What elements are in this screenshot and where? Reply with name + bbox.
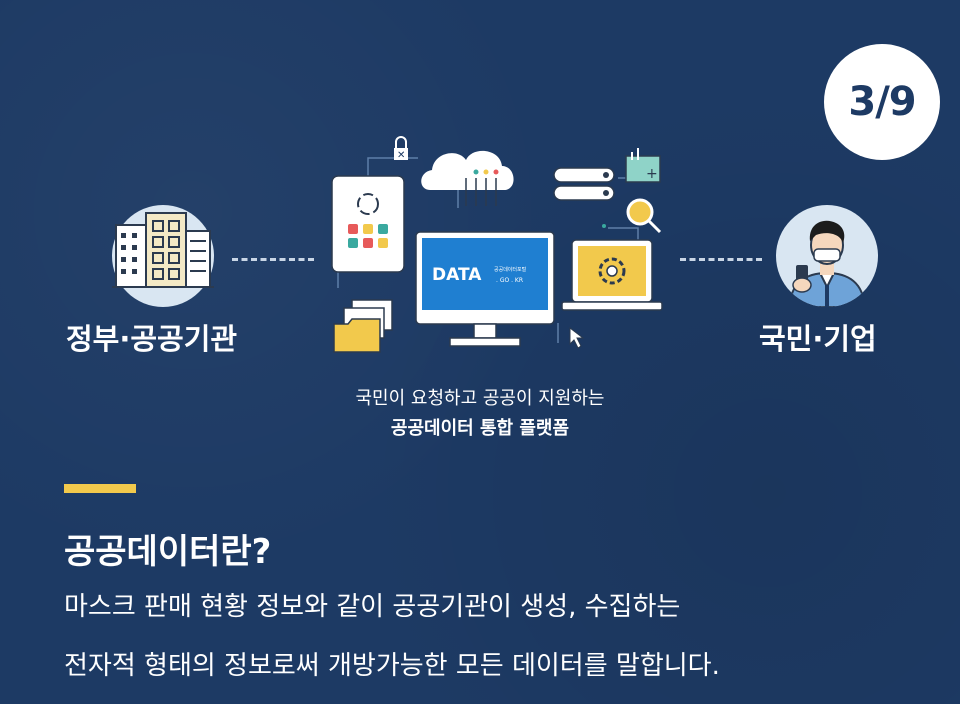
body-line-1: 마스크 판매 현황 정보와 같이 공공기관이 생성, 수집하는: [64, 592, 681, 622]
magnifier-icon: [626, 198, 662, 234]
laptop-icon: [561, 239, 663, 311]
folder-icon: [333, 299, 393, 353]
gov-label: 정부·공공기관: [66, 322, 238, 356]
page-indicator-text: 3/9: [848, 79, 916, 125]
svg-text:✕: ✕: [397, 150, 405, 161]
caption-line2: 공공데이터 통합 플랫폼: [390, 418, 570, 439]
body-line-2: 전자적 형태의 정보로써 개방가능한 모든 데이터를 말합니다.: [64, 651, 720, 681]
section-heading: 공공데이터란?: [64, 532, 272, 572]
connector-line-right: [680, 258, 762, 261]
monitor-brand: DATA: [432, 265, 482, 285]
page-indicator-badge: 3/9: [824, 44, 940, 160]
lock-icon: ✕: [394, 136, 408, 161]
monitor-sub-top: 공공데이터포털: [494, 266, 527, 273]
svg-text:+: +: [646, 166, 658, 182]
monitor-icon: DATA 공공데이터포털 . GO . KR: [415, 231, 555, 347]
citizen-label: 국민·기업: [759, 322, 877, 356]
accent-bar: [64, 484, 136, 493]
connector-line-left: [232, 258, 314, 261]
caption-line1: 국민이 요청하고 공공이 지원하는: [355, 388, 605, 409]
cursor-icon: [569, 326, 585, 349]
monitor-sub-bottom: . GO . KR: [496, 277, 523, 284]
tablet-icon: [331, 175, 405, 273]
person-with-phone-icon: [776, 205, 878, 307]
data-platform-illustration: ✕: [318, 128, 668, 362]
cloud-icon: [421, 150, 514, 206]
building-icon: [112, 205, 214, 307]
chart-card-icon: +: [625, 148, 661, 183]
server-icon: [553, 167, 615, 201]
